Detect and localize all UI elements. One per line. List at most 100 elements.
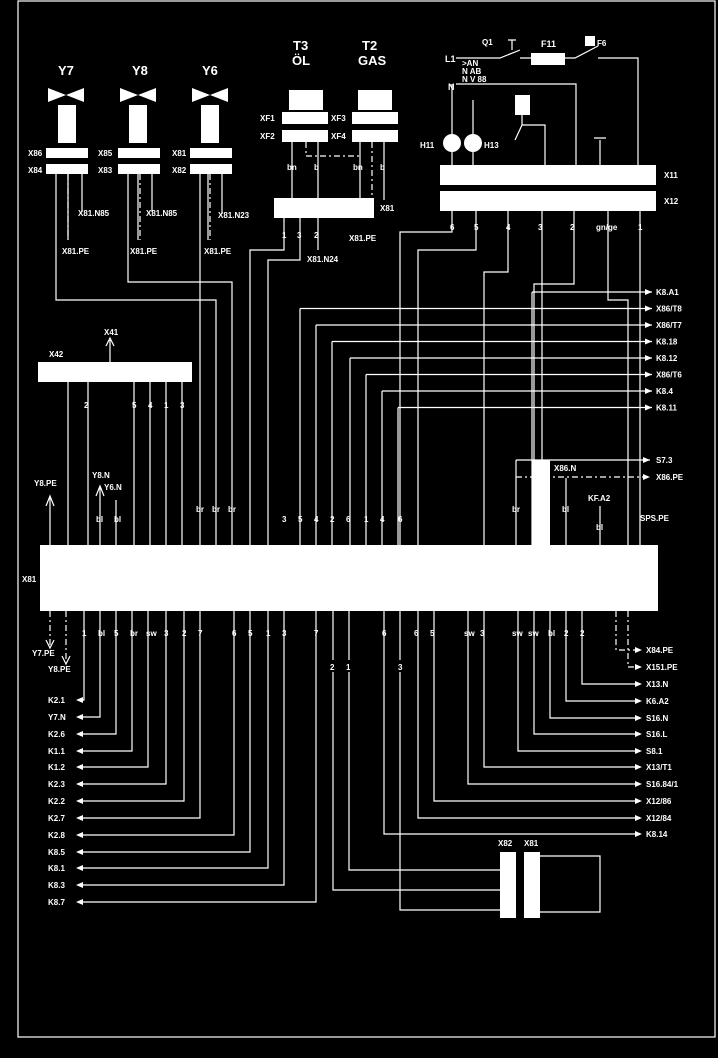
valve-y8-wires (127, 174, 233, 545)
left-bottom-label: K1.2 (48, 763, 65, 772)
right-bottom-arrow (635, 781, 642, 787)
valve-y8-pe-label: X81.PE (130, 247, 158, 256)
right-top-arrow (645, 355, 652, 361)
plug-x82-body (500, 852, 516, 918)
right-mid-label: X86.PE (656, 473, 684, 482)
right-bottom-label: S8.1 (646, 747, 663, 756)
sensor-t2-label: T2 (362, 38, 377, 53)
right-bottom-label: X13.N (646, 680, 668, 689)
valve-y7-wires (55, 174, 217, 545)
right-bottom-arrow (635, 798, 642, 804)
top-side-label: br (228, 505, 236, 514)
right-bottom-wire (467, 611, 640, 785)
sensor-terminal-n: X81.N24 (307, 255, 339, 264)
main-block-riser (532, 460, 550, 545)
valve-y6-symbol (192, 88, 228, 102)
left-bottom-label: K8.7 (48, 898, 65, 907)
bottom-pin-label: sw (146, 629, 157, 638)
relay-strip-top (440, 165, 656, 185)
sensor-t2-connector-bottom (352, 130, 398, 142)
top-pin-label: 6 (398, 515, 403, 524)
right-top-label: K8.A1 (656, 288, 679, 297)
right-bottom-label: X151.PE (646, 663, 678, 672)
lamp-h11-label: H11 (420, 141, 435, 150)
right-top-wire (365, 373, 652, 545)
left-bottom-wire (82, 611, 133, 752)
plug-loop (540, 855, 601, 913)
left-bottom-label: Y8.PE (48, 665, 71, 674)
sensor-t2-conn-top-label: XF3 (331, 114, 346, 123)
right-top-arrow (645, 338, 652, 345)
right-top-wire (381, 390, 652, 545)
valve-pe-dashes (67, 174, 211, 240)
right-top-connections: K8.A1X86/T8X86/T7K8.18K8.12X86/T6K8.4K8.… (299, 288, 682, 545)
sensor-t3-sub: ÖL (292, 53, 310, 68)
supply-l1-label: L1 (445, 54, 456, 64)
right-top-label: K8.11 (656, 404, 677, 413)
x42-up-label: X41 (104, 328, 119, 337)
right-bottom-label: S16.84/1 (646, 780, 679, 789)
top-side-label: br (212, 505, 220, 514)
top-pin-label: 2 (330, 515, 335, 524)
relay-pin-label: 3 (538, 223, 543, 232)
lamp-h13-label: H13 (484, 141, 499, 150)
right-top-arrow (645, 404, 652, 411)
supply-q1-label: Q1 (482, 38, 493, 47)
x42-label: X42 (49, 350, 64, 359)
sensor-t2-sub: GAS (358, 53, 387, 68)
plug-wires (332, 611, 500, 911)
supply-rating-3: N V 88 (462, 75, 487, 84)
valve-y7-symbol (48, 88, 84, 102)
valve-y8-connector-top (118, 148, 160, 158)
valve-y6-n-label: X81.N23 (218, 211, 250, 220)
bottom-pin-label: br (130, 629, 138, 638)
left-bottom-label: K2.6 (48, 730, 65, 739)
left-bottom-arrow (76, 764, 83, 770)
sensor-wire-b-2: b (380, 163, 385, 172)
left-bottom-wire (82, 611, 285, 886)
right-mid-label: S7.3 (656, 456, 673, 465)
valve-y7-label: Y7 (58, 63, 74, 78)
left-bottom-wire (82, 611, 201, 819)
left-bottom-label: K2.3 (48, 780, 65, 789)
top-pin-label: 1 (364, 515, 369, 524)
sensor-dashed-wires (305, 142, 373, 196)
sensor-t2-connector-top (352, 112, 398, 124)
valve-y8-conn-top-label: X85 (98, 149, 113, 158)
right-top-arrow (645, 305, 652, 312)
right-bottom-arrow (635, 815, 642, 821)
sensor-t2-body (358, 90, 392, 110)
right-top-arrow (645, 289, 652, 295)
valve-y7-pe-label: X81.PE (62, 247, 90, 256)
left-bottom-arrow (76, 815, 83, 821)
sensor-wire-bn-2: bn (353, 163, 363, 172)
left-bottom-label: K8.1 (48, 864, 65, 873)
left-bottom-arrow (76, 865, 83, 871)
left-bottom-label: K2.2 (48, 797, 65, 806)
right-bottom-label: X84.PE (646, 646, 674, 655)
right-bottom-arrow (635, 681, 642, 687)
top-side-label: Y6.N (104, 483, 122, 492)
valve-y6: Y6 X81 X82 X81.N23 X81.PE (172, 63, 250, 256)
right-bottom-wire (383, 611, 640, 835)
sensor-t3-conn-bottom-label: XF2 (260, 132, 275, 141)
right-top-wire (315, 324, 652, 545)
sensor-t3-body (289, 90, 323, 110)
right-bottom-label: X12/86 (646, 797, 672, 806)
valve-y6-connector-top (190, 148, 232, 158)
right-bottom-wire (565, 611, 640, 702)
top-pin-label: 3 (282, 515, 287, 524)
fuse-f6-symbol (585, 36, 595, 46)
right-top-wire (349, 357, 652, 545)
right-mid-label: KF.A2 (588, 494, 611, 503)
valve-y8-connector-bottom (118, 164, 160, 174)
left-bottom-wire (82, 611, 317, 903)
right-bottom-label: X13/T1 (646, 763, 672, 772)
relay-wires (514, 115, 546, 165)
top-pin-label: 5 (298, 515, 303, 524)
sensor-terminal-wires (249, 218, 319, 545)
valve-y8-n-label: X81.N85 (146, 209, 178, 218)
supply-rating-1: >AN (462, 59, 478, 68)
